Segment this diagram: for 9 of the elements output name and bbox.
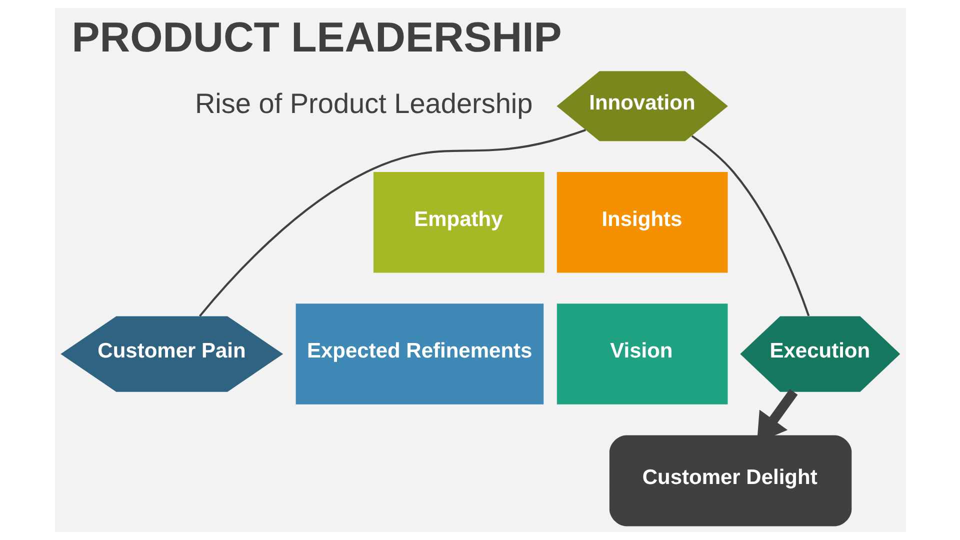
- connector: [198, 129, 586, 317]
- node-box: Vision: [556, 304, 728, 404]
- node-box: Insights: [556, 172, 728, 273]
- node-box: Customer Delight: [608, 435, 852, 526]
- node-box: Expected Refinements: [295, 304, 544, 404]
- diagram-title: PRODUCT LEADERSHIP: [71, 14, 562, 61]
- label: Rise of Product Leadership: [194, 88, 532, 120]
- connector: [690, 135, 810, 316]
- node-box: Empathy: [373, 172, 544, 273]
